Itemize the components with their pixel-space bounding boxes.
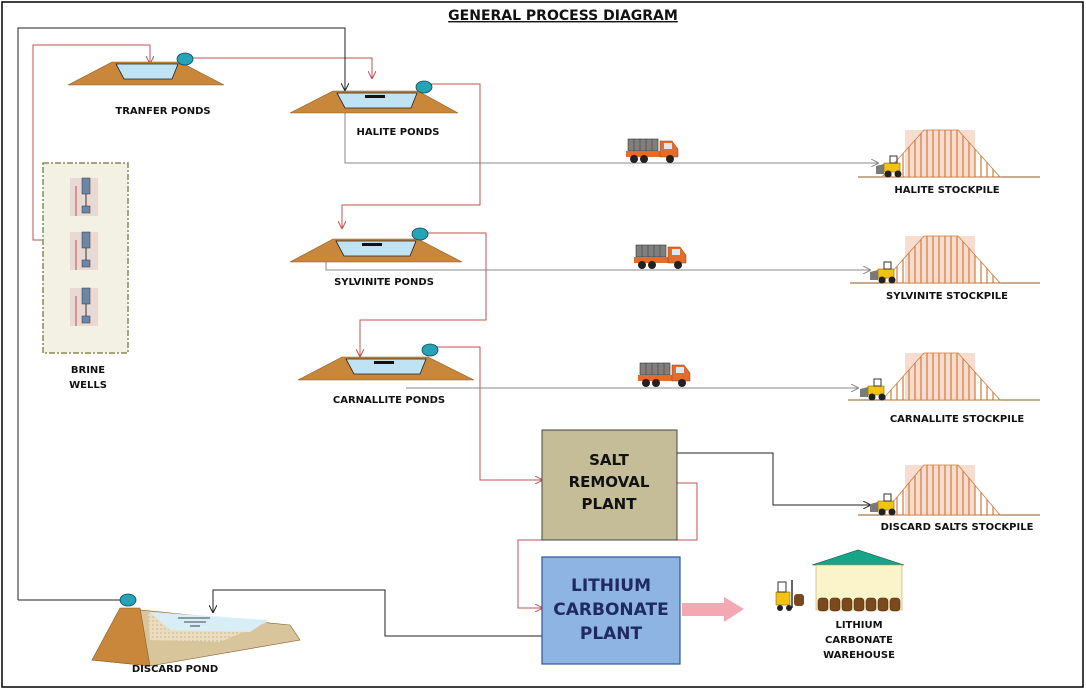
pond-transfer	[67, 52, 225, 86]
well-icon	[70, 177, 98, 216]
brine-wells-panel	[42, 162, 129, 354]
stockpile-halite	[858, 129, 1040, 178]
salt-plant-line1: SALT	[589, 451, 629, 469]
loader-icon	[876, 155, 902, 178]
warehouse-line3: WAREHOUSE	[823, 650, 895, 661]
label-discard-pond: DISCARD POND	[132, 664, 218, 675]
lithium-carbonate-plant: LITHIUM CARBONATE PLANT	[541, 556, 681, 665]
flow-carnallite-to-salt-plant	[436, 346, 542, 480]
label-halite-ponds: HALITE PONDS	[356, 127, 439, 138]
flow-sylvinite-to-carnallite	[360, 232, 487, 356]
stockpile-sylvinite	[850, 235, 1040, 284]
stockpile-carnallite	[848, 352, 1040, 401]
pond-discard	[91, 593, 301, 667]
flow-sylvinite-to-stockpile	[325, 262, 870, 270]
well-icon	[70, 231, 98, 270]
flow-salt-to-discard-stockpile	[677, 452, 870, 505]
pond-halite	[289, 80, 459, 114]
label-discard-salts-stockpile: DISCARD SALTS STOCKPILE	[881, 522, 1034, 533]
flow-transfer-to-halite	[192, 57, 372, 78]
well-icon	[70, 287, 98, 326]
flow-halite-to-sylvinite	[342, 83, 481, 228]
loader-icon	[860, 378, 886, 401]
forklift-icon	[775, 580, 804, 611]
arrow-to-warehouse	[682, 597, 744, 622]
pond-sylvinite	[289, 227, 463, 263]
salt-plant-line2: REMOVAL	[569, 473, 650, 491]
flow-return-line	[17, 27, 345, 600]
pump-icon	[415, 80, 433, 94]
warehouse-line1: LITHIUM	[835, 620, 882, 631]
salt-removal-plant: SALT REMOVAL PLANT	[541, 429, 678, 541]
label-halite-stockpile: HALITE STOCKPILE	[894, 185, 999, 196]
lithium-plant-line3: PLANT	[580, 624, 643, 644]
flow-wells-to-transfer	[32, 44, 150, 241]
pump-icon	[119, 593, 137, 607]
flow-halite-to-stockpile	[344, 110, 878, 163]
pump-icon	[176, 52, 194, 66]
pond-carnallite	[297, 343, 475, 381]
warehouse-line2: CARBONATE	[825, 635, 893, 646]
loader-icon	[870, 493, 896, 516]
diagram-title: GENERAL PROCESS DIAGRAM	[448, 8, 678, 24]
label-wells: WELLS	[69, 380, 107, 391]
dump-truck-icon	[626, 138, 679, 163]
lithium-plant-line1: LITHIUM	[571, 576, 651, 596]
loader-icon	[870, 261, 896, 284]
flow-lithium-to-discard-pond	[213, 589, 542, 637]
dump-truck-icon	[638, 362, 691, 387]
label-transfer-ponds: TRANFER PONDS	[115, 106, 210, 117]
pump-icon	[411, 227, 429, 241]
label-sylvinite-ponds: SYLVINITE PONDS	[334, 277, 434, 288]
stockpile-discard-salts	[858, 464, 1040, 516]
lithium-plant-line2: CARBONATE	[553, 600, 668, 620]
label-carnallite-stockpile: CARNALLITE STOCKPILE	[890, 414, 1025, 425]
pump-icon	[421, 343, 439, 357]
label-carnallite-ponds: CARNALLITE PONDS	[333, 395, 445, 406]
salt-plant-line3: PLANT	[582, 495, 638, 513]
label-brine: BRINE	[71, 365, 105, 376]
warehouse-icon	[775, 549, 905, 612]
label-sylvinite-stockpile: SYLVINITE STOCKPILE	[886, 291, 1008, 302]
dump-truck-icon	[634, 244, 687, 269]
